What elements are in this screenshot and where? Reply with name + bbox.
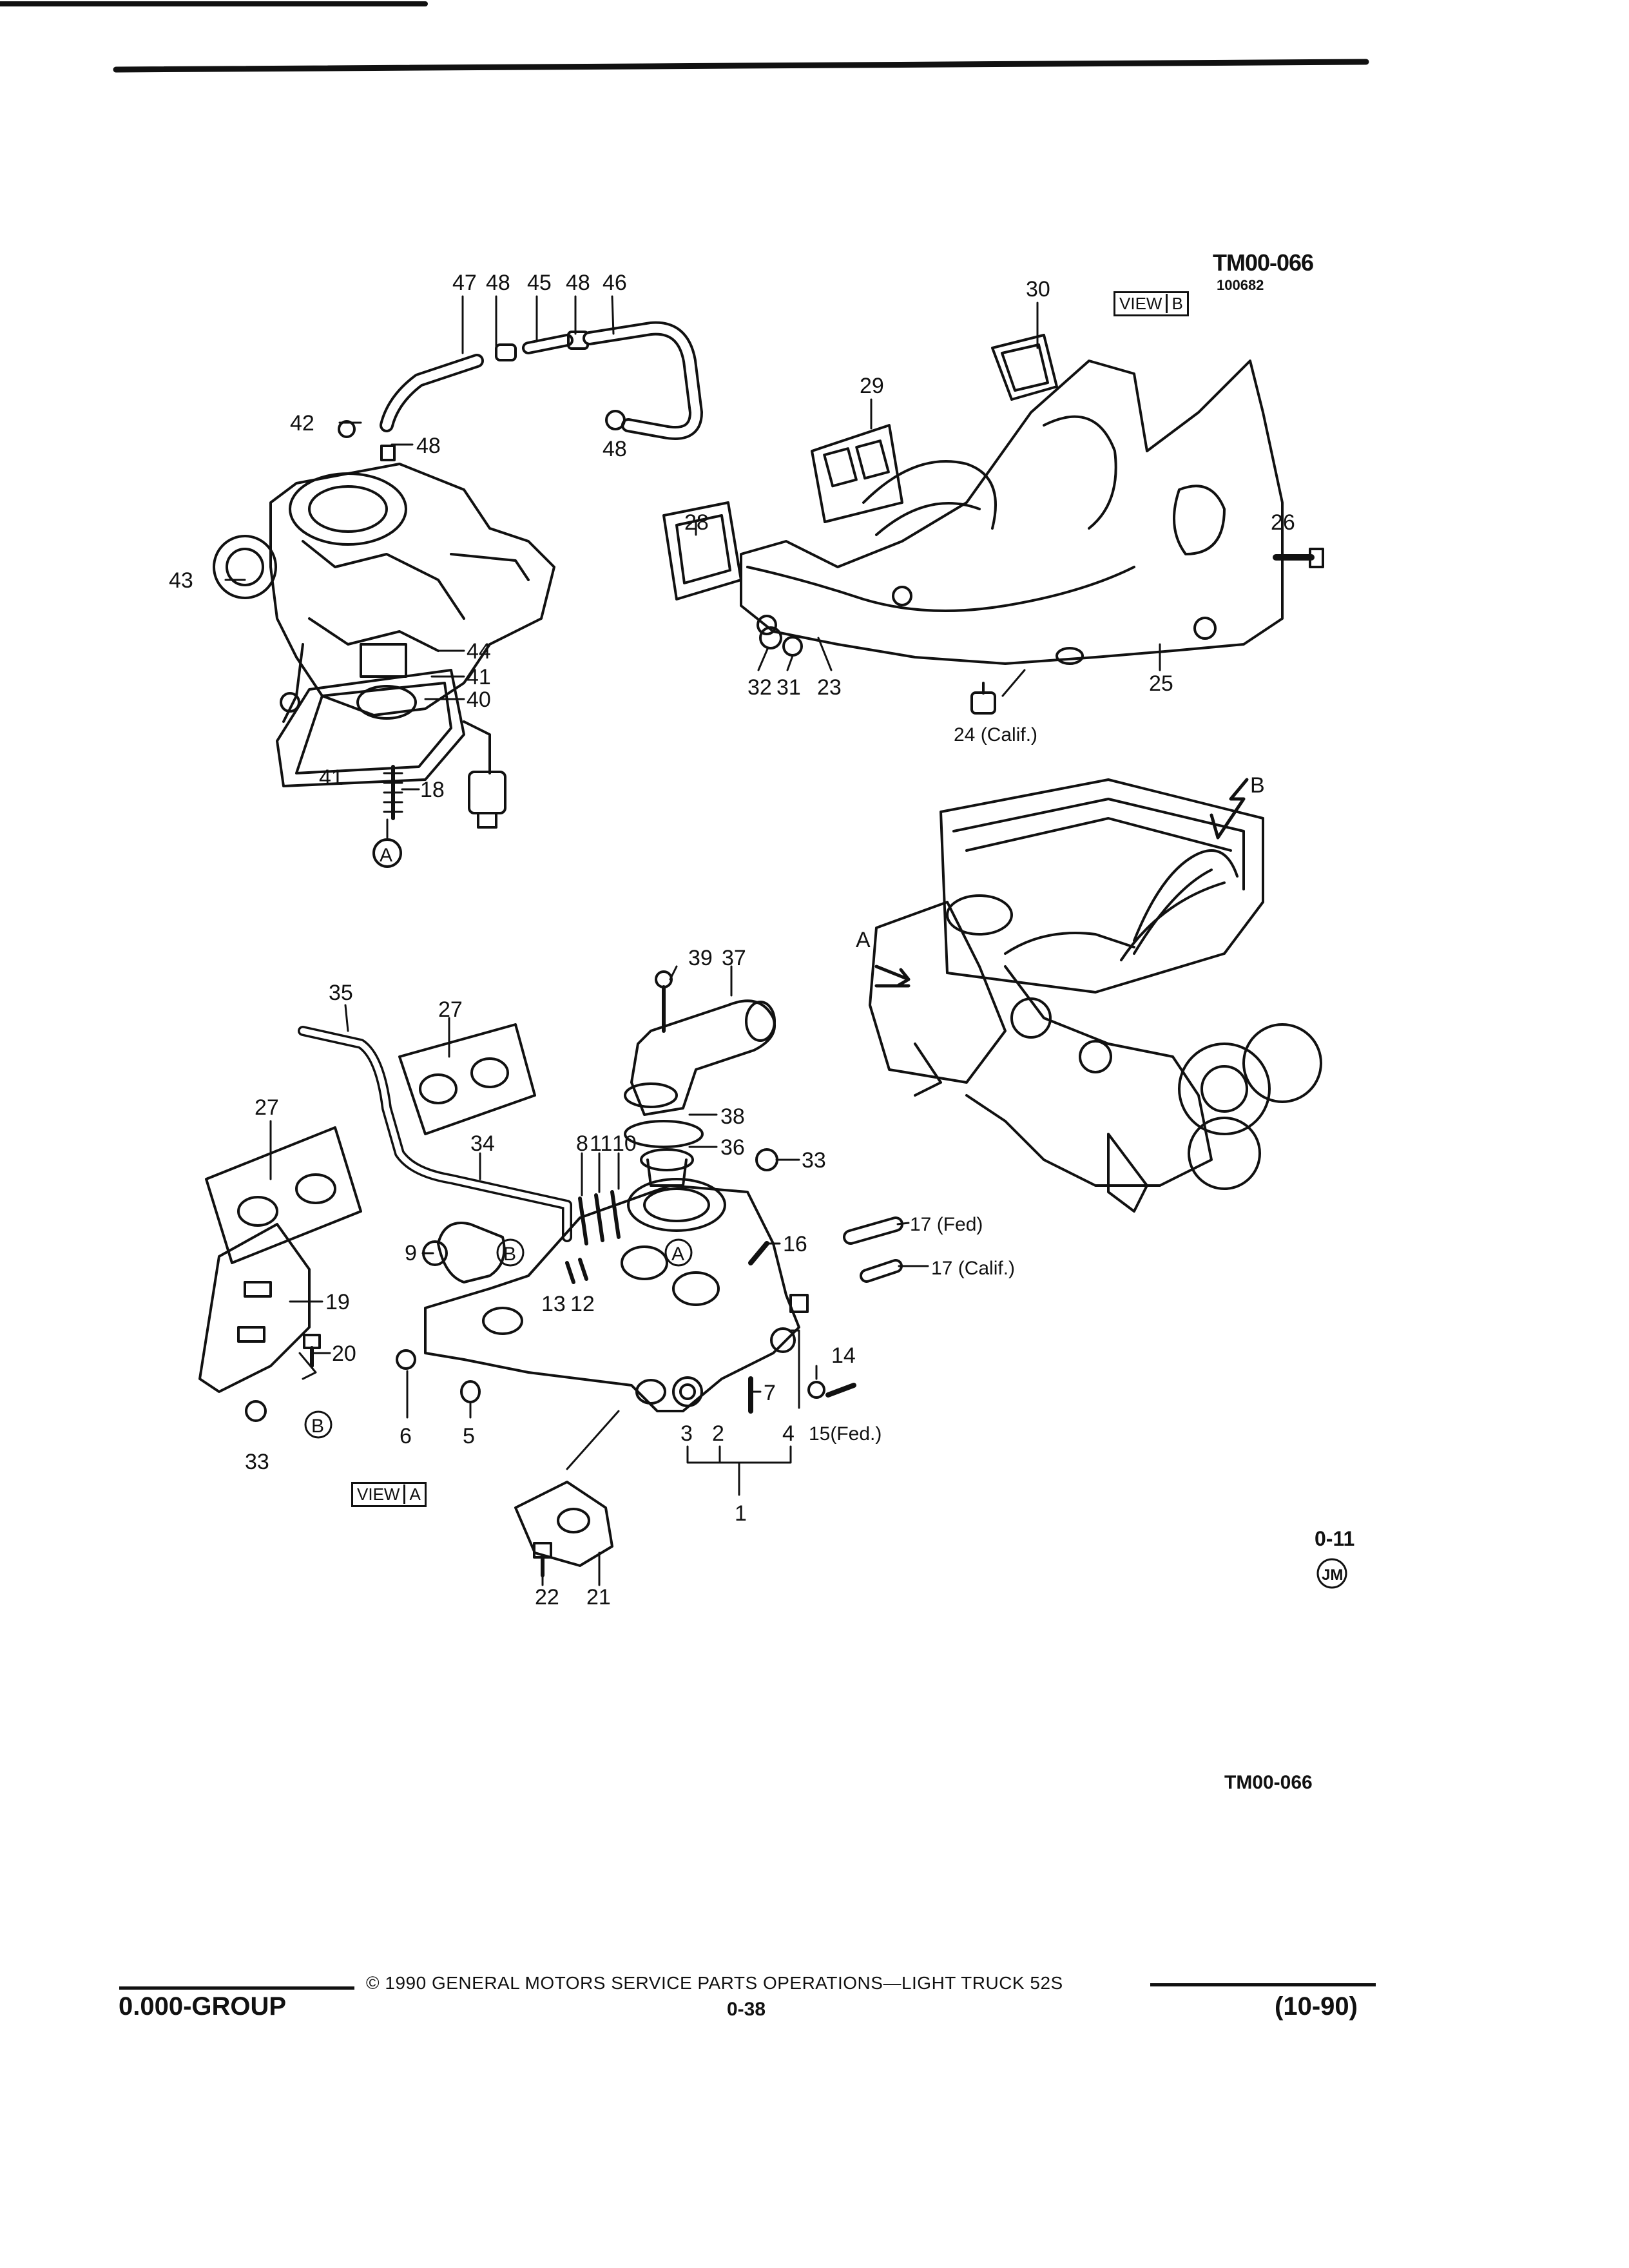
callout-1: 1 — [735, 1501, 747, 1526]
callout-47: 47 — [452, 271, 477, 295]
callout-9: 9 — [405, 1241, 417, 1265]
bottom-diagram-id: TM00-066 — [1224, 1772, 1313, 1793]
marker-b: B — [503, 1244, 516, 1265]
view-word: VIEW — [1119, 294, 1162, 313]
callout-33: 33 — [245, 1450, 269, 1474]
callout-2: 2 — [712, 1421, 724, 1446]
callout-24: 24 (Calif.) — [954, 724, 1037, 745]
callout-leaders — [224, 295, 1284, 1419]
callout-48: 48 — [566, 271, 590, 295]
footer-copyright: © 1990 GENERAL MOTORS SERVICE PARTS OPER… — [366, 1973, 1063, 1993]
marker-a: A — [671, 1244, 684, 1265]
callout-41: 41 — [467, 665, 491, 689]
page-reference: 0-11 — [1315, 1527, 1355, 1550]
reference-markers — [304, 1238, 1347, 1589]
callout-29: 29 — [860, 374, 884, 398]
callout-48: 48 — [486, 271, 510, 295]
callout-17-calif: 17 (Calif.) — [931, 1258, 1015, 1279]
engine-overview — [869, 778, 1322, 1213]
callout-20: 20 — [332, 1341, 356, 1366]
callout-25: 25 — [1149, 671, 1173, 696]
callout-35: 35 — [329, 981, 353, 1005]
callout-16: 16 — [783, 1232, 807, 1256]
callout-5: 5 — [463, 1424, 475, 1448]
callout-numbers: 47 48 45 48 46 42 48 48 43 44 41 40 41 1… — [169, 271, 1343, 1610]
callout-17-fed: 17 (Fed) — [910, 1214, 983, 1235]
callout-33: 33 — [802, 1148, 826, 1173]
view-word: VIEW — [357, 1485, 400, 1504]
callout-27: 27 — [255, 1095, 279, 1120]
footer-rule-right — [1150, 1983, 1376, 1986]
callout-12: 12 — [570, 1292, 595, 1316]
callout-38: 38 — [720, 1104, 745, 1129]
view-letter: B — [1166, 294, 1183, 313]
callout-21: 21 — [586, 1585, 611, 1610]
header-rule — [113, 59, 1369, 73]
callout-31: 31 — [776, 675, 801, 700]
callout-37: 37 — [722, 946, 746, 970]
callout-48: 48 — [602, 437, 627, 461]
callout-19: 19 — [325, 1290, 350, 1314]
callout-41: 41 — [319, 765, 343, 790]
diagram-id: TM00-066 — [1213, 249, 1314, 276]
exhaust-manifold-assembly — [662, 334, 1324, 715]
view-letter: A — [403, 1485, 421, 1504]
callout-10: 10 — [612, 1131, 637, 1156]
callout-39: 39 — [688, 946, 713, 970]
callout-8: 8 — [576, 1131, 588, 1156]
callout-27: 27 — [438, 997, 463, 1022]
footer-rule-left — [119, 1986, 354, 1990]
carburetor-assembly — [213, 321, 703, 868]
marker-a: A — [380, 845, 392, 866]
callout-44: 44 — [467, 639, 491, 664]
callout-4: 4 — [782, 1421, 795, 1446]
callout-14: 14 — [831, 1343, 856, 1368]
page-ref-badge: JM — [1322, 1566, 1343, 1584]
view-arrow-b: B — [1250, 773, 1265, 798]
callout-36: 36 — [720, 1135, 745, 1160]
view-arrow-a: A — [856, 928, 871, 952]
callout-30: 30 — [1026, 277, 1050, 302]
callout-28: 28 — [684, 510, 709, 535]
callout-13: 13 — [541, 1292, 566, 1316]
marker-b: B — [311, 1416, 324, 1437]
callout-15-fed: 15(Fed.) — [809, 1423, 882, 1445]
callout-26: 26 — [1271, 510, 1295, 535]
intake-manifold-assembly — [198, 970, 903, 1586]
callout-43: 43 — [169, 568, 193, 593]
callout-46: 46 — [602, 271, 627, 295]
callout-45: 45 — [527, 271, 552, 295]
diagram-sub-id: 100682 — [1217, 277, 1264, 293]
footer-group: 0.000-GROUP — [119, 1992, 287, 2021]
callout-40: 40 — [467, 687, 491, 712]
footer-date-code: (10-90) — [1275, 1992, 1358, 2021]
callout-6: 6 — [400, 1424, 412, 1448]
callout-22: 22 — [535, 1585, 559, 1610]
callout-48: 48 — [416, 434, 441, 458]
callout-18: 18 — [420, 778, 445, 802]
callout-23: 23 — [817, 675, 842, 700]
callout-34: 34 — [470, 1131, 495, 1156]
callout-32: 32 — [747, 675, 772, 700]
footer-page-number: 0-38 — [727, 1999, 766, 2020]
callout-42: 42 — [290, 411, 314, 436]
callout-7: 7 — [764, 1381, 776, 1405]
callout-3: 3 — [680, 1421, 693, 1446]
callout-11: 11 — [590, 1131, 612, 1156]
